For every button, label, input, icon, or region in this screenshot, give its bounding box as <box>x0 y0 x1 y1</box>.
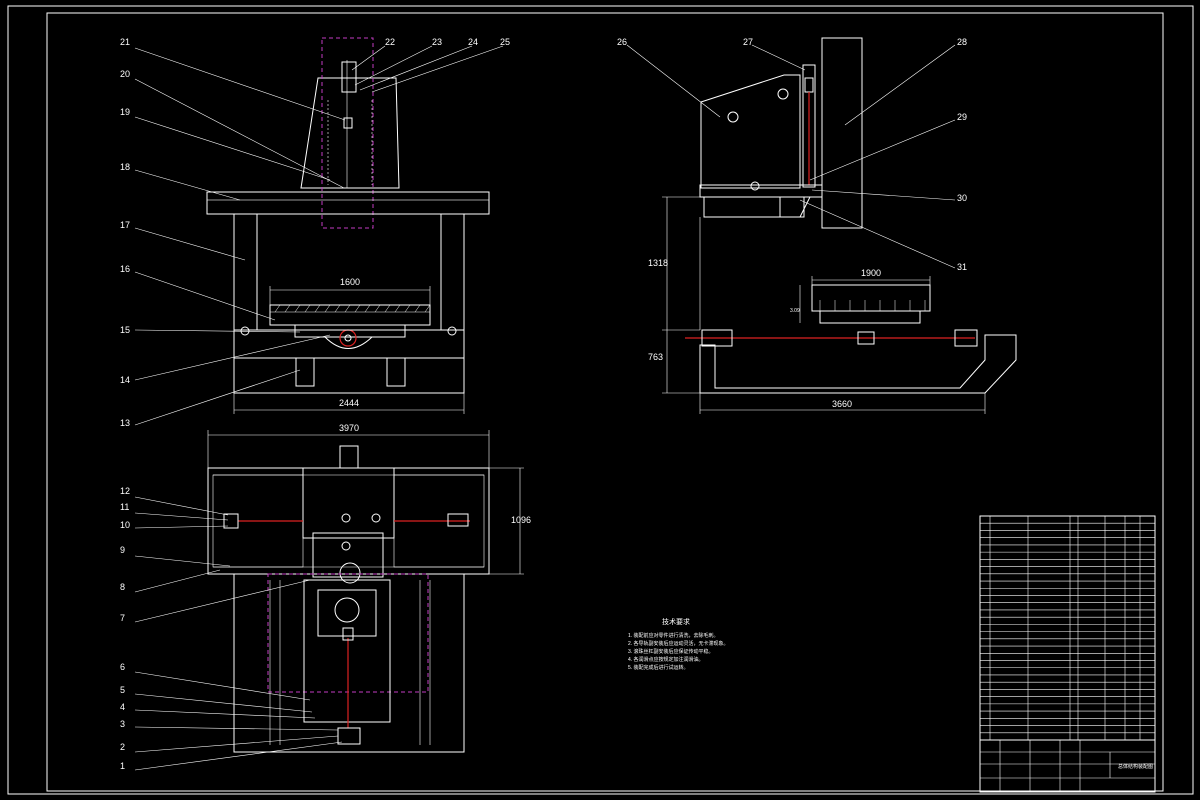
callout-2: 2 <box>120 742 125 752</box>
drawing-title: 总体结构装配图 <box>1118 763 1153 770</box>
callout-24: 24 <box>468 37 478 47</box>
tech-req-title: 技术要求 <box>662 617 690 626</box>
front-leaders <box>134 45 504 426</box>
callout-28: 28 <box>957 37 967 47</box>
tech-req-line-5: 5. 装配完成后进行试运转。 <box>628 664 689 671</box>
callout-19: 19 <box>120 107 130 117</box>
callout-16: 16 <box>120 264 130 274</box>
callout-22: 22 <box>385 37 395 47</box>
callout-14: 14 <box>120 375 130 385</box>
tech-req-line-1: 1. 装配前应对零件进行清洗，去除毛刺。 <box>628 632 719 639</box>
callout-20: 20 <box>120 69 130 79</box>
callout-21: 21 <box>120 37 130 47</box>
dim-front-table-width: 1600 <box>340 277 360 287</box>
callout-30: 30 <box>957 193 967 203</box>
callout-11: 11 <box>120 502 129 512</box>
callout-18: 18 <box>120 162 130 172</box>
callout-8: 8 <box>120 582 125 592</box>
callout-7: 7 <box>120 613 125 623</box>
callout-12: 12 <box>120 486 130 496</box>
callout-4: 4 <box>120 702 125 712</box>
side-callouts: 26 27 28 29 30 31 <box>617 37 967 272</box>
callout-25: 25 <box>500 37 510 47</box>
top-view: 3970 1096 <box>207 423 531 753</box>
callout-27: 27 <box>743 37 753 47</box>
callout-29: 29 <box>957 112 967 122</box>
callout-9: 9 <box>120 545 125 555</box>
dim-front-base-width: 2444 <box>339 398 359 408</box>
tech-req-line-2: 2. 各导轨副安装后应运动灵活，无卡滞现象。 <box>628 640 729 647</box>
tech-req-line-3: 3. 滚珠丝杠副安装后应保证传动平稳。 <box>628 648 714 655</box>
tech-req-line-4: 4. 各润滑点应按规定加注润滑油。 <box>628 656 704 663</box>
side-leaders <box>626 44 956 269</box>
top-leaders <box>134 496 343 771</box>
technical-requirements: 技术要求 1. 装配前应对零件进行清洗，去除毛刺。 2. 各导轨副安装后应运动灵… <box>628 617 729 671</box>
parts-list-frame <box>979 515 1156 741</box>
dim-top-depth: 1096 <box>511 515 531 525</box>
dim-top-overall-width: 3970 <box>339 423 359 433</box>
callout-15: 15 <box>120 325 130 335</box>
callout-26: 26 <box>617 37 627 47</box>
outer-border <box>7 5 1194 795</box>
dim-side-table-height: 3.09 <box>790 308 800 314</box>
side-view: 1318 763 1900 3.09 3660 <box>648 37 1017 414</box>
callout-5: 5 <box>120 685 125 695</box>
inner-border <box>46 12 1164 792</box>
callout-17: 17 <box>120 220 130 230</box>
callout-23: 23 <box>432 37 442 47</box>
dim-side-table-width: 1900 <box>861 268 881 278</box>
top-callouts: 12 11 10 9 8 7 6 5 4 3 2 1 <box>120 486 130 771</box>
front-view: 1600 2444 <box>206 37 490 414</box>
callout-10: 10 <box>120 520 130 530</box>
callout-31: 31 <box>957 262 967 272</box>
callout-6: 6 <box>120 662 125 672</box>
callout-3: 3 <box>120 719 125 729</box>
title-block: 总体结构装配图 <box>979 739 1156 793</box>
dim-side-height-lower: 763 <box>648 352 663 362</box>
dim-side-height-upper: 1318 <box>648 258 668 268</box>
dim-side-base-length: 3660 <box>832 399 852 409</box>
callout-1: 1 <box>120 761 125 771</box>
callout-13: 13 <box>120 418 130 428</box>
parts-list <box>979 515 1156 741</box>
front-callouts: 21 20 19 18 17 16 15 14 13 22 23 24 25 <box>120 37 510 428</box>
